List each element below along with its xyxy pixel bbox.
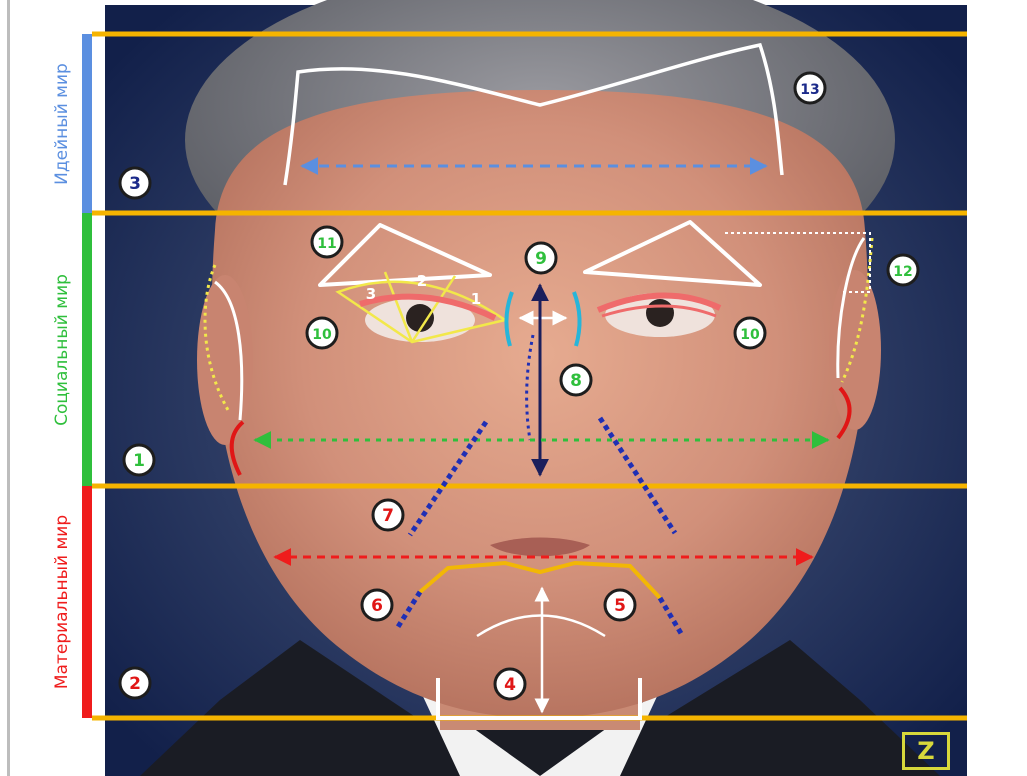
marker-label: 10: [740, 327, 760, 343]
marker-circle: [310, 225, 344, 259]
right-eyebrow-outline: [583, 220, 762, 287]
zone-label-material: Материальный мир: [50, 486, 74, 718]
left-ear: [197, 275, 253, 445]
marker-circle: [118, 166, 152, 200]
marker-circle: [360, 588, 394, 622]
marker-label: 11: [317, 236, 336, 252]
right-ear-inner-outline: [836, 237, 866, 379]
marker-circle: [524, 241, 558, 275]
marker-circle: [371, 498, 405, 532]
eye-segment-label: 2: [417, 272, 427, 290]
ear-height-dotted-guide: [725, 232, 871, 293]
marker-label: 6: [371, 596, 383, 616]
marker-circle: [559, 363, 593, 397]
left-eyebrow-outline: [318, 223, 492, 287]
marker-label: 8: [570, 371, 582, 391]
marker-circle: [493, 667, 527, 701]
left-eye-sector: [335, 271, 509, 344]
suit-jacket: [140, 640, 940, 776]
marker-circle: [603, 588, 637, 622]
left-pupil: [406, 304, 434, 332]
right-mouth-corner-line: [657, 596, 685, 637]
eye-segment-label: 1: [471, 290, 481, 308]
left-nasolabial-fold: [407, 420, 489, 537]
lip-line: [418, 560, 662, 600]
shirt-collar: [420, 690, 660, 776]
zone-label-ideas: Идейный мир: [50, 34, 74, 213]
eye-segment-labels: 3 2 1: [366, 272, 481, 308]
left-border-rule: [7, 0, 10, 776]
marker-label: 12: [893, 264, 912, 280]
zone-label-social: Социальный мир: [50, 213, 74, 486]
marker-circle: [305, 316, 339, 350]
marker-circle: [886, 253, 920, 287]
marker-label: 3: [129, 174, 141, 194]
right-eye-arc-lower: [601, 304, 717, 318]
marker-label: 13: [800, 82, 819, 98]
marker-label: 7: [382, 506, 394, 526]
eye-segment-label: 3: [366, 285, 376, 303]
right-eye-arc: [596, 292, 722, 313]
right-pupil: [646, 299, 674, 327]
forehead-outline: [283, 42, 784, 186]
chin-width-bracket: [436, 678, 642, 720]
left-mouth-corner-line: [393, 590, 423, 632]
marker-circle: [118, 666, 152, 700]
marker-label: 10: [312, 327, 332, 343]
marker-label: 5: [614, 596, 626, 616]
zone-label-text: Идейный мир: [52, 62, 73, 185]
marker-label: 9: [535, 249, 547, 269]
eye-sector-divider: [410, 275, 457, 343]
marker-circle: [733, 316, 767, 350]
nose-bridge-right-bracket: [572, 291, 582, 347]
left-eye-arc: [359, 293, 497, 321]
marker-circle: [793, 71, 827, 105]
zone-bar-social: [82, 213, 92, 486]
nose-bridge-left-bracket: [504, 291, 514, 347]
marker-label: 4: [504, 675, 516, 695]
left-ear-lobe: [229, 420, 245, 476]
left-ear-inner-outline: [214, 280, 244, 421]
eye-sector-divider: [383, 271, 414, 343]
zone-bar-ideas: [82, 34, 92, 213]
brand-logo: Z: [902, 732, 950, 770]
marker-label: 2: [129, 674, 141, 694]
zone-bar-material: [82, 486, 92, 718]
zone-label-text: Материальный мир: [52, 514, 72, 690]
eye-sector-outline: [335, 280, 509, 344]
right-ear-lobe: [836, 386, 852, 440]
marker-circle: [122, 443, 156, 477]
zone-label-text: Социальный мир: [52, 273, 73, 426]
brand-logo-text: Z: [917, 737, 935, 765]
right-nasolabial-fold: [597, 416, 678, 535]
marker-label: 1: [133, 451, 145, 471]
